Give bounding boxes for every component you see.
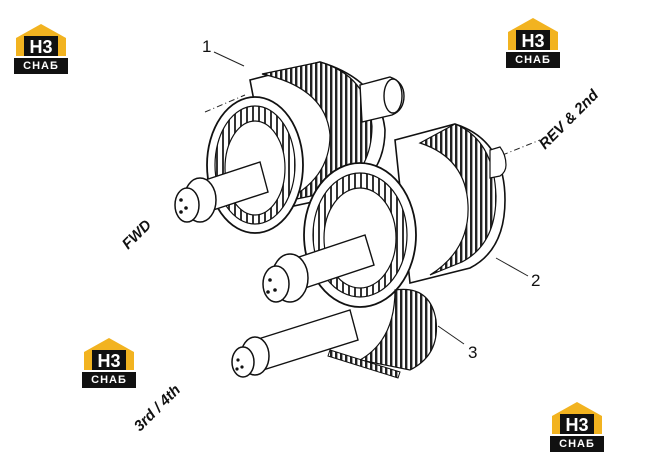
house-logo-icon: H3: [16, 24, 66, 56]
label-3rd-4th: 3rd / 4th: [131, 382, 184, 435]
logo-watermark-top-right: H3 СНАБ: [504, 16, 562, 70]
callout-1: 1: [202, 37, 211, 56]
label-rev-2nd: REV & 2nd: [536, 86, 603, 153]
label-fwd: FWD: [119, 217, 155, 253]
callout-3: 3: [468, 343, 477, 362]
clutch-pack-rev-2nd: [262, 123, 507, 308]
clutch-pack-3rd-4th: [231, 288, 438, 379]
house-logo-icon: H3: [552, 402, 602, 434]
svg-text:H3: H3: [565, 415, 588, 434]
logo-watermark-top-left: H3 СНАБ: [12, 22, 70, 76]
leader-lines: [213, 51, 529, 345]
house-logo-icon: H3: [508, 18, 558, 50]
svg-text:H3: H3: [29, 37, 52, 56]
logo-watermark-bottom-right: H3 СНАБ: [548, 400, 606, 454]
house-logo-icon: H3: [84, 338, 134, 370]
svg-text:H3: H3: [97, 351, 120, 370]
callout-2: 2: [531, 271, 540, 290]
logo-watermark-bottom-left: H3 СНАБ: [80, 336, 138, 390]
svg-text:H3: H3: [521, 31, 544, 50]
